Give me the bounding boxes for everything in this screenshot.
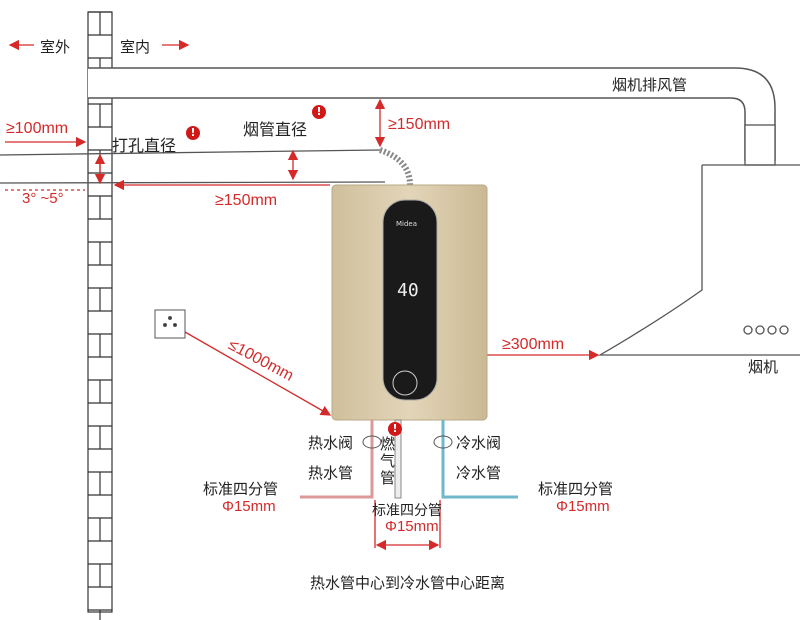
min-100-label: ≥100mm [6,120,69,137]
hot-valve-label: 热水阀 [308,434,354,452]
power-outlet-icon [154,309,186,339]
outdoor-label: 室外 [40,38,71,56]
dia-right-label: Φ15mm [556,498,610,515]
wall [87,11,113,620]
hot-pipe-label: 热水管 [308,464,354,482]
warning-icon: ! [388,422,402,436]
min-150-side-label: ≥150mm [215,192,278,209]
std-pipe-left-label: 标准四分管 [203,480,279,498]
gas-pipe-label: 燃 气 管 [380,435,396,487]
hole-diameter-label: 打孔直径 [112,136,177,155]
brand-logo: Midea [396,220,418,228]
range-hood-label: 烟机 [748,358,779,376]
cold-pipe-label: 冷水管 [456,464,502,482]
dia-center-label: Φ15mm [385,518,439,535]
exhaust-duct-label: 烟机排风管 [612,76,688,94]
dia-left-label: Φ15mm [222,498,276,515]
temperature-display: 40 [397,280,419,301]
water-pipes [300,419,518,499]
std-pipe-right-label: 标准四分管 [538,480,614,498]
warning-icon: ! [186,126,200,140]
water-heater [331,184,488,421]
slope-label: 3° ~5° [22,190,64,207]
flue-pipe [0,147,413,191]
indoor-label: 室内 [120,38,151,56]
dimension-lines [5,39,600,551]
range-hood [597,124,800,356]
min-150-top-label: ≥150mm [388,116,451,133]
warning-icon: ! [312,105,326,119]
center-distance-label: 热水管中心到冷水管中心距离 [310,574,506,592]
cold-valve-label: 冷水阀 [456,434,502,452]
flue-diameter-label: 烟管直径 [243,120,308,139]
std-pipe-center-label: 标准四分管 [372,503,442,519]
min-300-label: ≥300mm [502,336,565,353]
